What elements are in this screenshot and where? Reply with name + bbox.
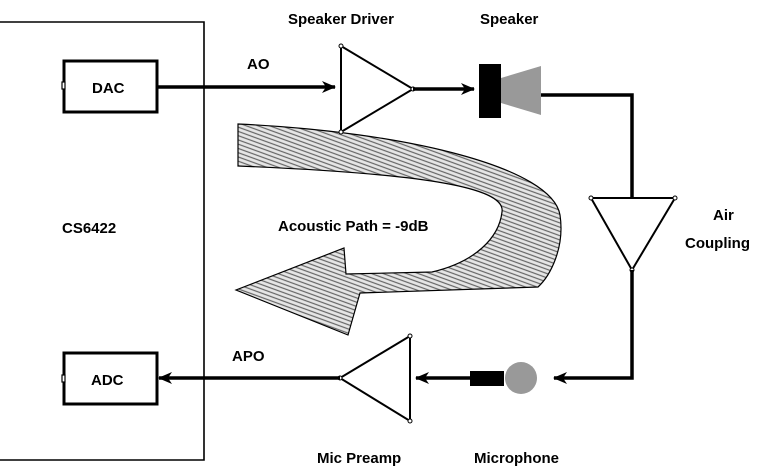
air-coupling-amplifier — [589, 197, 677, 272]
microphone-icon — [470, 362, 537, 394]
apo-label: APO — [232, 348, 265, 365]
speaker-driver-label: Speaker Driver — [288, 11, 394, 28]
ao-label: AO — [247, 56, 270, 73]
mic-preamp-label: Mic Preamp — [317, 450, 401, 467]
speaker-driver-amplifier — [340, 44, 415, 134]
mic-preamp-amplifier — [338, 334, 411, 423]
air-to-mic-wire — [553, 270, 634, 384]
chip-label: CS6422 — [62, 220, 116, 237]
speaker-icon — [479, 64, 541, 118]
dac-label: DAC — [92, 80, 125, 97]
dac-block: DAC — [61, 59, 159, 114]
chip-outline — [0, 21, 205, 461]
acoustic-path-arrow — [234, 123, 562, 336]
speaker-label: Speaker — [480, 11, 539, 28]
adc-label: ADC — [91, 372, 124, 389]
microphone-label: Microphone — [474, 450, 559, 467]
acoustic-path-label: Acoustic Path = -9dB — [278, 218, 429, 235]
air-coupling-label-line1: Air — [713, 207, 734, 224]
speaker-to-air-wire — [541, 93, 634, 198]
adc-block: ADC — [61, 351, 159, 406]
air-coupling-label-line2: Coupling — [685, 235, 750, 252]
